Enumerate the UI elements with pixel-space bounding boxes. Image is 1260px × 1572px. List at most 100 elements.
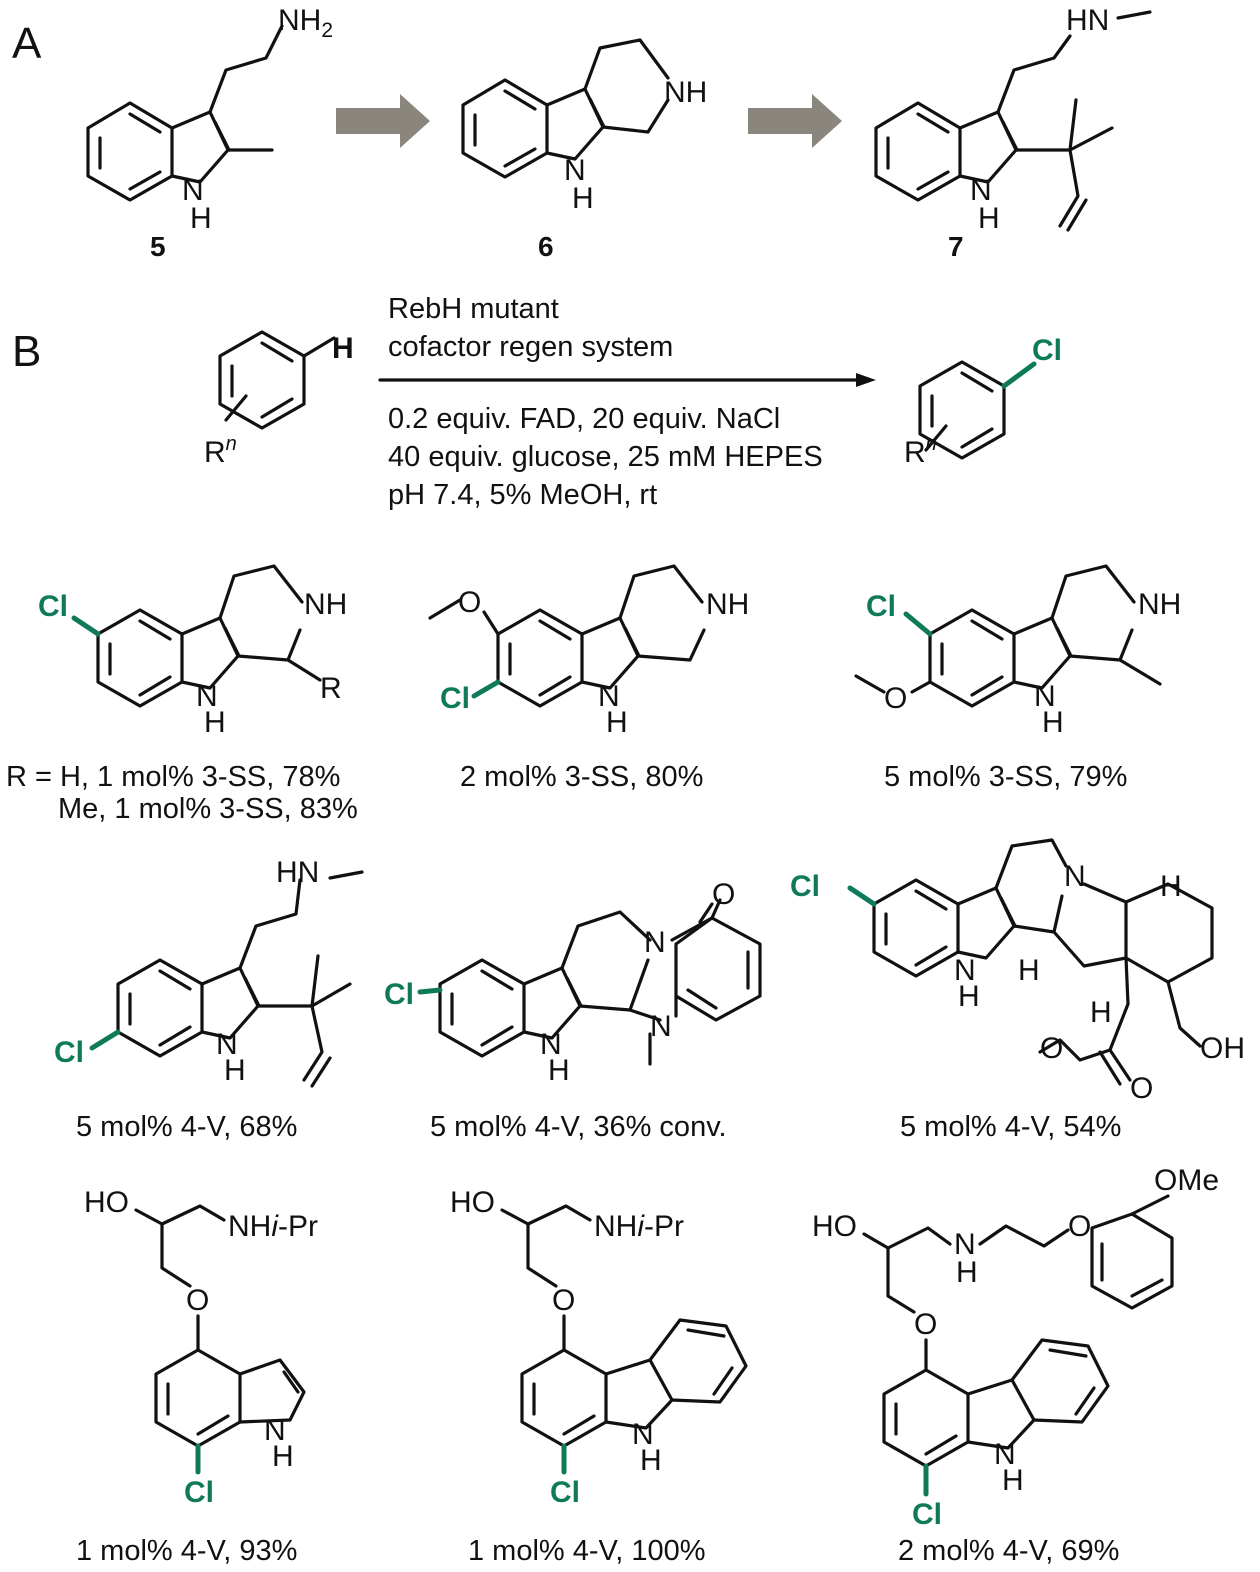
product-6-n2-label: N	[954, 954, 976, 987]
product-2-nh-label: NH	[706, 588, 749, 621]
caption-4: 5 mol% 4-V, 68%	[76, 1111, 297, 1143]
substrate-rn-label: Rn	[204, 433, 237, 469]
compound-7-h-label: H	[978, 202, 1000, 235]
product-3-o-label: O	[884, 682, 907, 715]
caption-2: 2 mol% 3-SS, 80%	[460, 761, 703, 793]
product-7-n-label: N	[264, 1414, 286, 1447]
product-6-o2-label: O	[1130, 1072, 1153, 1105]
product-8-n-label: N	[632, 1418, 654, 1451]
product-9-nh-h-label: H	[956, 1256, 978, 1289]
caption-8: 1 mol% 4-V, 100%	[468, 1535, 706, 1567]
product-7-h-label: H	[272, 1440, 294, 1473]
product-5-n3-label: N	[540, 1028, 562, 1061]
product-6-cl-label: Cl	[790, 870, 820, 903]
compound-6-n-label: N	[564, 154, 586, 187]
product-1-structure: Cl NH R N H	[38, 564, 347, 739]
product-5-n2-label: N	[650, 1010, 672, 1043]
compound-number-5: 5	[150, 231, 166, 262]
product-2-h-label: H	[606, 706, 628, 739]
product-3-cl-label: Cl	[866, 590, 896, 623]
condition-below-2: 40 equiv. glucose, 25 mM HEPES	[388, 441, 823, 473]
product-4-cl-label: Cl	[54, 1036, 84, 1069]
product-5-structure: Cl N O N N H	[384, 878, 762, 1087]
condition-above-1: RebH mutant	[388, 293, 559, 325]
product-6-h4-label: H	[958, 980, 980, 1013]
caption-1b: Me, 1 mol% 3-SS, 83%	[58, 793, 358, 825]
product-cl-label: Cl	[1032, 334, 1062, 367]
caption-5: 5 mol% 4-V, 36% conv.	[430, 1111, 727, 1143]
caption-9: 2 mol% 4-V, 69%	[898, 1535, 1119, 1567]
reaction-arrow-head	[856, 373, 876, 387]
compound-5-structure: NH2 N H	[86, 4, 333, 235]
compound-5-nh2-label: NH2	[278, 4, 333, 42]
condition-below-1: 0.2 equiv. FAD, 20 equiv. NaCl	[388, 403, 780, 435]
product-2-cl-label: Cl	[440, 682, 470, 715]
product-3-n-label: N	[1034, 680, 1056, 713]
product-6-o1-label: O	[1040, 1032, 1063, 1065]
caption-6: 5 mol% 4-V, 54%	[900, 1111, 1121, 1143]
product-9-h-label: H	[1002, 1464, 1024, 1497]
product-5-n1-label: N	[644, 926, 666, 959]
product-9-n2-label: N	[994, 1438, 1016, 1471]
block-arrow-1	[336, 94, 430, 148]
block-arrow-2	[748, 94, 842, 148]
product-5-o-label: O	[712, 878, 735, 911]
caption-3: 5 mol% 3-SS, 79%	[884, 761, 1127, 793]
substrate-arene: H Rn	[204, 330, 354, 469]
product-6-structure: Cl N H H H N H O O OH	[790, 838, 1245, 1105]
product-2-o-label: O	[458, 586, 481, 619]
compound-number-6: 6	[538, 231, 554, 262]
product-8-ho-label: HO	[450, 1186, 495, 1219]
product-6-h3-label: H	[1090, 996, 1112, 1029]
product-4-h-label: H	[224, 1054, 246, 1087]
product-4-n-label: N	[216, 1028, 238, 1061]
product-7-o-label: O	[186, 1284, 209, 1317]
product-5-cl-label: Cl	[384, 978, 414, 1011]
product-8-h-label: H	[640, 1444, 662, 1477]
product-7-nhipr-label: NHi-Pr	[228, 1210, 318, 1243]
product-3-structure: Cl O NH N H	[854, 564, 1181, 739]
substrate-h-label: H	[332, 332, 354, 365]
product-1-r-label: R	[320, 672, 342, 705]
compound-6-nh-label: NH	[664, 76, 707, 109]
panel-label-a: A	[12, 19, 42, 68]
product-9-cl-label: Cl	[912, 1498, 942, 1531]
compound-7-structure: HN N H	[874, 4, 1152, 235]
compound-7-n-label: N	[970, 174, 992, 207]
caption-1a: R = H, 1 mol% 3-SS, 78%	[6, 761, 340, 793]
condition-above-2: cofactor regen system	[388, 331, 673, 363]
product-1-n-label: N	[196, 680, 218, 713]
product-4-hn-label: HN	[276, 856, 319, 889]
product-9-o2-label: O	[914, 1308, 937, 1341]
product-8-nhipr-label: NHi-Pr	[594, 1210, 684, 1243]
product-4-structure: Cl HN N H	[54, 856, 364, 1088]
caption-7: 1 mol% 4-V, 93%	[76, 1535, 297, 1567]
compound-6-h-label: H	[572, 182, 594, 215]
product-9-ome-label: OMe	[1154, 1164, 1219, 1197]
product-1-h-label: H	[204, 706, 226, 739]
product-6-h2-label: H	[1018, 954, 1040, 987]
product-9-structure: HO N H O OMe O Cl N H	[812, 1164, 1219, 1531]
product-7-cl-label: Cl	[184, 1476, 214, 1509]
product-9-n-label: N	[954, 1228, 976, 1261]
product-6-h1-label: H	[1160, 870, 1182, 903]
product-7-ho-label: HO	[84, 1186, 129, 1219]
product-3-h-label: H	[1042, 706, 1064, 739]
product-6-oh-label: OH	[1200, 1032, 1245, 1065]
product-7-structure: HO NHi-Pr O Cl N H	[84, 1186, 318, 1509]
product-2-structure: O Cl NH N H	[428, 564, 749, 739]
compound-number-7: 7	[948, 231, 964, 262]
condition-below-3: pH 7.4, 5% MeOH, rt	[388, 479, 657, 511]
product-1-cl-label: Cl	[38, 590, 68, 623]
product-8-structure: HO NHi-Pr O Cl N H	[450, 1186, 748, 1509]
product-2-n-label: N	[598, 680, 620, 713]
product-arene: Cl Rn	[904, 334, 1062, 469]
product-6-n-label: N	[1064, 860, 1086, 893]
product-8-o-label: O	[552, 1284, 575, 1317]
product-8-cl-label: Cl	[550, 1476, 580, 1509]
panel-label-b: B	[12, 327, 41, 376]
product-9-ho-label: HO	[812, 1210, 857, 1243]
compound-7-hn-label: HN	[1066, 4, 1109, 37]
compound-6-structure: NH N H	[461, 38, 707, 215]
product-5-h-label: H	[548, 1054, 570, 1087]
